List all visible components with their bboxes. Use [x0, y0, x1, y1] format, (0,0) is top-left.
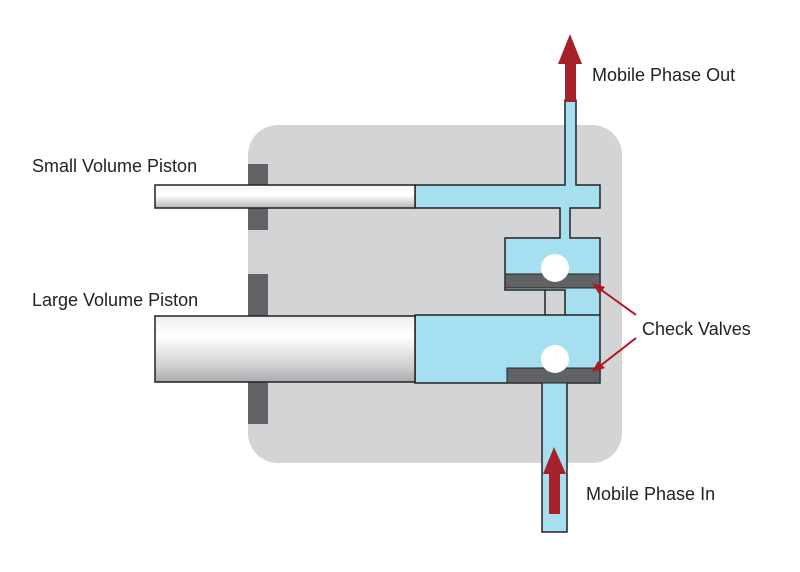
- mobile-phase-in-arrow: [543, 447, 566, 514]
- fluid-channel: [414, 99, 601, 533]
- small-volume-piston-label: Small Volume Piston: [32, 156, 197, 176]
- check-valve-ball-lower: [541, 345, 569, 373]
- check-valve-pointer-lower: [592, 337, 637, 372]
- check-valve-ball-upper: [541, 254, 569, 282]
- check-valve-pointer-upper: [592, 283, 637, 316]
- large-piston-seal-top: [248, 274, 268, 316]
- check-valves-label: Check Valves: [642, 319, 751, 339]
- large-volume-piston-label: Large Volume Piston: [32, 290, 198, 310]
- large-piston-seal-bottom: [248, 382, 268, 424]
- mobile-phase-out-label: Mobile Phase Out: [592, 65, 735, 85]
- mobile-phase-in-label: Mobile Phase In: [586, 484, 715, 504]
- small-piston-seal-bottom: [248, 208, 268, 230]
- small-volume-piston: [154, 184, 416, 209]
- small-piston-seal-top: [248, 164, 268, 186]
- large-volume-piston: [154, 315, 416, 383]
- mobile-phase-out-arrow: [558, 34, 582, 102]
